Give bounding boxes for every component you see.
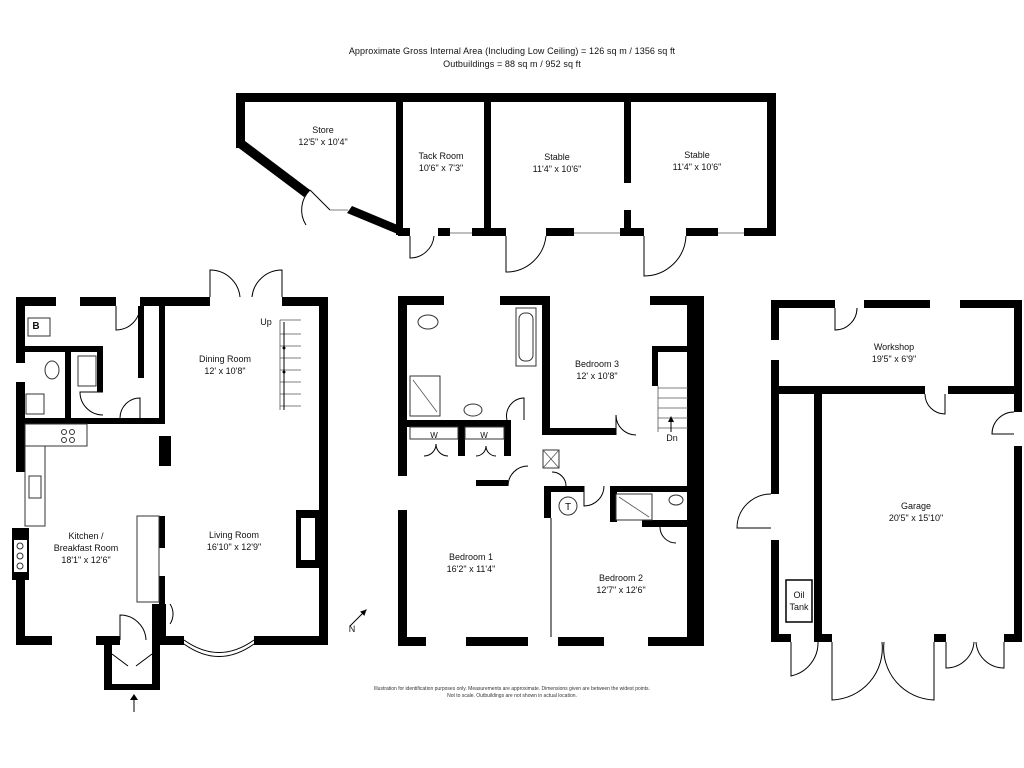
wardrobe-1-label: W [430,431,438,440]
living-room-label: Living Room [209,530,259,540]
ground-floor-block [12,269,328,690]
stairs-up-label: Up [260,317,272,327]
wardrobe-2-label: W [480,431,488,440]
bedroom-2-dims: 12'7" x 12'6" [596,585,645,595]
disclaimer-line-1: Illustration for identification purposes… [374,686,650,692]
garage-label: Garage [901,501,931,511]
tank-cupboard-label: T [565,502,571,513]
garage-dims: 20'5" x 15'10" [889,513,943,523]
entrance-arrow-icon [130,694,138,712]
store-label: Store [312,125,334,135]
stable-1-dims: 11'4" x 10'6" [533,164,582,174]
gross-area-text: Approximate Gross Internal Area (Includi… [348,46,676,56]
tack-room-dims: 10'6" x 7'3" [419,163,463,173]
disclaimer-line-2: Not to scale. Outbuildings are not shown… [447,693,577,699]
garage-block [736,300,1022,701]
workshop-dims: 19'5" x 6'9" [872,354,916,364]
stable-2-label: Stable [684,150,710,160]
bedroom-1-dims: 16'2" x 11'4" [447,564,496,574]
outbuildings-area-text: Outbuildings = 88 sq m / 952 sq ft [443,59,581,69]
stable-1-label: Stable [544,152,570,162]
outbuildings-block [236,93,776,277]
compass-north-label: N [349,624,356,634]
dining-room-dims: 12' x 10'8" [204,366,245,376]
kitchen-dims: 18'1" x 12'6" [61,555,110,565]
kitchen-label-line2: Breakfast Room [54,543,119,553]
kitchen-label-line1: Kitchen / [68,531,104,541]
stable-2-dims: 11'4" x 10'6" [673,162,722,172]
stairs-down-label: Dn [666,433,678,443]
living-room-dims: 16'10" x 12'9" [207,542,261,552]
bedroom-2-label: Bedroom 2 [599,573,643,583]
first-floor-block [398,296,704,646]
dining-room-label: Dining Room [199,354,251,364]
store-dims: 12'5" x 10'4" [298,137,347,147]
bedroom-1-label: Bedroom 1 [449,552,493,562]
bedroom-3-label: Bedroom 3 [575,359,619,369]
workshop-label: Workshop [874,342,914,352]
oil-tank-label-line1: Oil [794,590,805,600]
boiler-label: B [32,321,39,332]
bedroom-3-dims: 12' x 10'8" [576,371,617,381]
tack-room-label: Tack Room [418,151,463,161]
oil-tank-label-line2: Tank [789,602,809,612]
